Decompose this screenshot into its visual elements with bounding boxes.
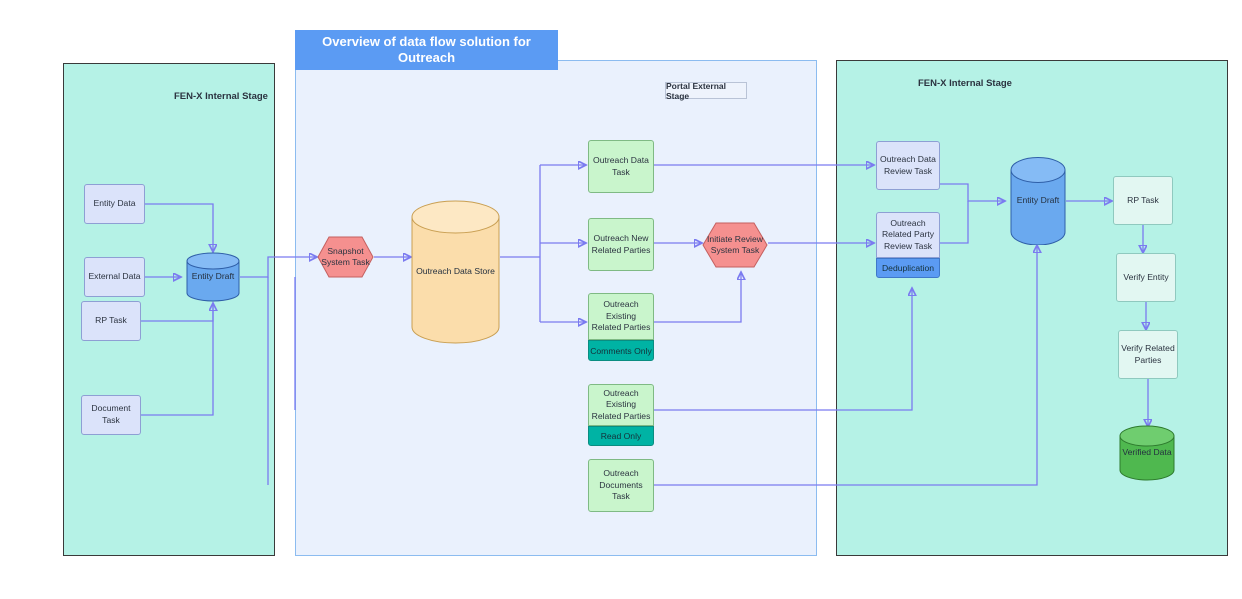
badge-comments-only: Comments Only <box>588 340 654 361</box>
badge-read-only: Read Only <box>588 426 654 446</box>
stage-title-left: FEN-X Internal Stage <box>174 91 268 102</box>
cylinder-shape <box>411 200 500 344</box>
node-label: Entity Draft <box>191 271 235 282</box>
node-label: Outreach Existing Related Parties <box>588 384 654 426</box>
node-external-data[interactable]: External Data <box>84 257 145 297</box>
node-outreach-related-party-review-task[interactable]: Outreach Related Party Review Task Dedup… <box>876 212 940 278</box>
hexagon-shape <box>317 236 374 278</box>
badge-deduplication: Deduplication <box>876 258 940 278</box>
node-label: Outreach Existing Related Parties <box>588 293 654 340</box>
node-label: Verified Data <box>1122 447 1172 458</box>
stage-portal-external <box>295 60 817 556</box>
node-rp-task-left[interactable]: RP Task <box>81 301 141 341</box>
node-outreach-documents-task[interactable]: Outreach Documents Task <box>588 459 654 512</box>
node-entity-draft-right[interactable]: Entity Draft <box>1010 157 1066 246</box>
node-rp-task-right[interactable]: RP Task <box>1113 176 1173 225</box>
stage-title-middle: Portal External Stage <box>665 81 747 101</box>
hexagon-shape <box>702 222 768 268</box>
node-outreach-existing-related-parties-read[interactable]: Outreach Existing Related Parties Read O… <box>588 384 654 446</box>
node-label: Entity Draft <box>1016 195 1060 206</box>
cylinder-shape <box>1119 425 1175 481</box>
cylinder-shape <box>186 252 240 302</box>
node-outreach-data-review-task[interactable]: Outreach Data Review Task <box>876 141 940 190</box>
node-outreach-existing-related-parties-comments[interactable]: Outreach Existing Related Parties Commen… <box>588 293 654 361</box>
cylinder-shape <box>1010 157 1066 246</box>
stage-title-right: FEN-X Internal Stage <box>918 78 1012 89</box>
node-verify-related-parties[interactable]: Verify Related Parties <box>1118 330 1178 379</box>
node-label: Snapshot System Task <box>321 245 370 267</box>
node-document-task[interactable]: Document Task <box>81 395 141 435</box>
node-entity-draft-left[interactable]: Entity Draft <box>186 252 240 302</box>
node-label: Outreach Data Store <box>416 266 495 277</box>
node-outreach-data-store[interactable]: Outreach Data Store <box>411 200 500 344</box>
node-verify-entity[interactable]: Verify Entity <box>1116 253 1176 302</box>
node-label: Initiate Review System Task <box>707 233 763 255</box>
node-outreach-new-related-parties[interactable]: Outreach New Related Parties <box>588 218 654 271</box>
node-verified-data[interactable]: Verified Data <box>1119 425 1175 481</box>
node-snapshot-system-task[interactable]: Snapshot System Task <box>317 236 374 278</box>
stage-fenx-internal-right <box>836 60 1228 556</box>
node-label: Outreach Related Party Review Task <box>876 212 940 258</box>
node-initiate-review-system-task[interactable]: Initiate Review System Task <box>702 222 768 268</box>
node-entity-data[interactable]: Entity Data <box>84 184 145 224</box>
diagram-banner-title: Overview of data flow solution for Outre… <box>295 30 558 70</box>
node-outreach-data-task[interactable]: Outreach Data Task <box>588 140 654 193</box>
